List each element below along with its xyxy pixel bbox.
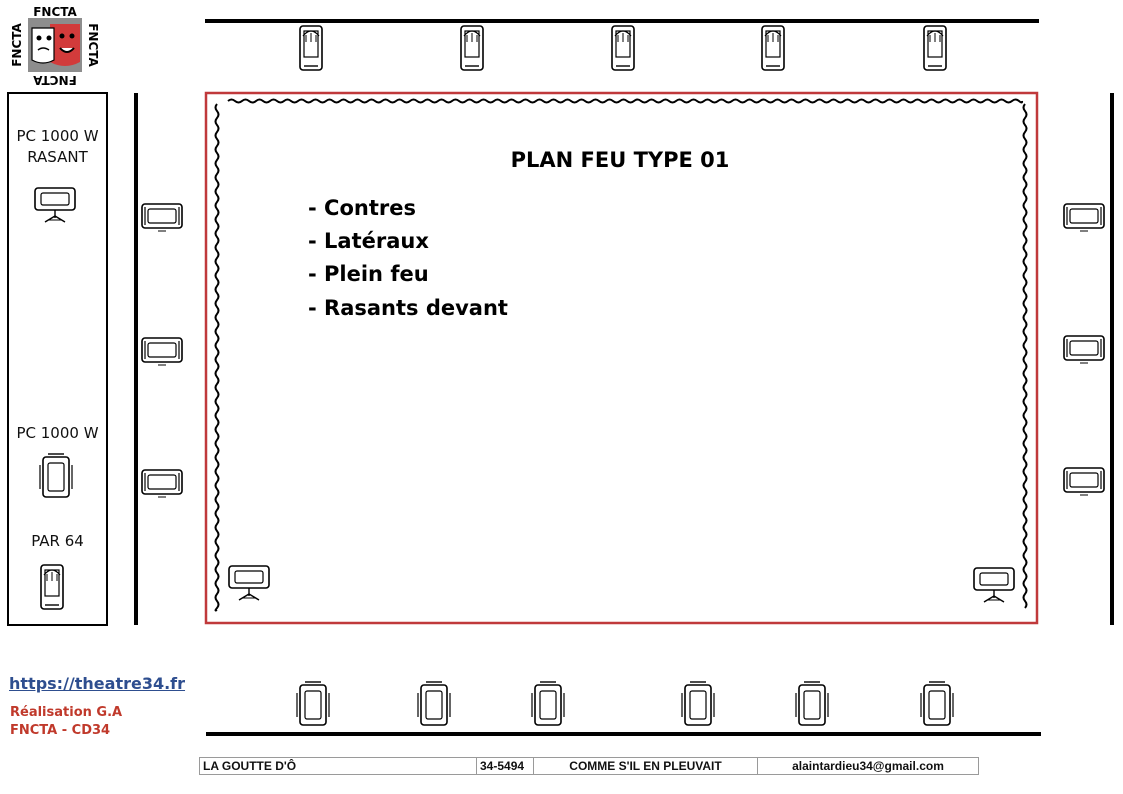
top-spotlight-icon xyxy=(761,25,785,71)
plan-item-plein-feu: - Plein feu xyxy=(308,262,429,286)
logo-text-left: FNCTA xyxy=(10,22,24,66)
plan-item-lateraux: - Latéraux xyxy=(308,229,429,253)
left-side-spotlight-icon xyxy=(141,469,183,498)
stage-outline xyxy=(204,91,1039,625)
right-side-spotlight-icon xyxy=(1063,203,1105,232)
legend-label-pc-rasant: PC 1000 W RASANT xyxy=(16,127,99,166)
info-cell-email[interactable]: alaintardieu34@gmail.com xyxy=(757,757,979,775)
legend-pc-1000w-icon xyxy=(39,453,73,498)
front-pc-spotlight-icon xyxy=(417,681,451,726)
logo-text-right: FNCTA xyxy=(86,23,100,67)
info-cell-title: LA GOUTTE D'Ô xyxy=(199,757,477,775)
rasant-right-spotlight-icon xyxy=(973,567,1015,603)
legend-par64-icon xyxy=(40,564,64,610)
front-pc-spotlight-icon xyxy=(795,681,829,726)
top-spotlight-icon xyxy=(923,25,947,71)
website-link[interactable]: https://theatre34.fr xyxy=(9,674,186,693)
top-spotlight-icon xyxy=(611,25,635,71)
info-table: LA GOUTTE D'Ô 34-5494 COMME S'IL EN PLEU… xyxy=(199,757,979,775)
front-pc-spotlight-icon xyxy=(681,681,715,726)
right-side-spotlight-icon xyxy=(1063,467,1105,496)
front-pc-spotlight-icon xyxy=(920,681,954,726)
front-pc-spotlight-icon xyxy=(296,681,330,726)
logo-text-top: FNCTA xyxy=(33,5,77,19)
left-side-spotlight-icon xyxy=(141,337,183,366)
left-side-spotlight-icon xyxy=(141,203,183,232)
info-row: LA GOUTTE D'Ô 34-5494 COMME S'IL EN PLEU… xyxy=(199,757,979,775)
legend-pc-rasant-icon xyxy=(34,187,76,223)
credit-line-1: Réalisation G.A xyxy=(10,705,123,720)
curtain-left xyxy=(214,103,220,612)
info-cell-code: 34-5494 xyxy=(476,757,534,775)
info-cell-play: COMME S'IL EN PLEUVAIT xyxy=(533,757,758,775)
top-spotlight-icon xyxy=(460,25,484,71)
top-spotlight-icon xyxy=(299,25,323,71)
credit-line-2: FNCTA - CD34 xyxy=(10,723,111,738)
legend-label-par64: PAR 64 xyxy=(31,532,84,550)
right-side-spotlight-icon xyxy=(1063,335,1105,364)
plan-title: PLAN FEU TYPE 01 xyxy=(510,148,730,172)
front-pc-spotlight-icon xyxy=(531,681,565,726)
fncta-logo: FNCTA FNCTA FNCTA FNCTA xyxy=(10,4,100,87)
curtain-right xyxy=(1022,103,1028,609)
plan-item-rasants: - Rasants devant xyxy=(308,296,508,320)
legend-label-pc: PC 1000 W xyxy=(16,424,99,442)
logo-text-bottom: FNCTA xyxy=(32,73,76,86)
rasant-left-spotlight-icon xyxy=(228,565,270,601)
legend-panel xyxy=(7,92,108,626)
curtain-top xyxy=(227,98,1024,104)
plan-item-contres: - Contres xyxy=(308,196,416,220)
